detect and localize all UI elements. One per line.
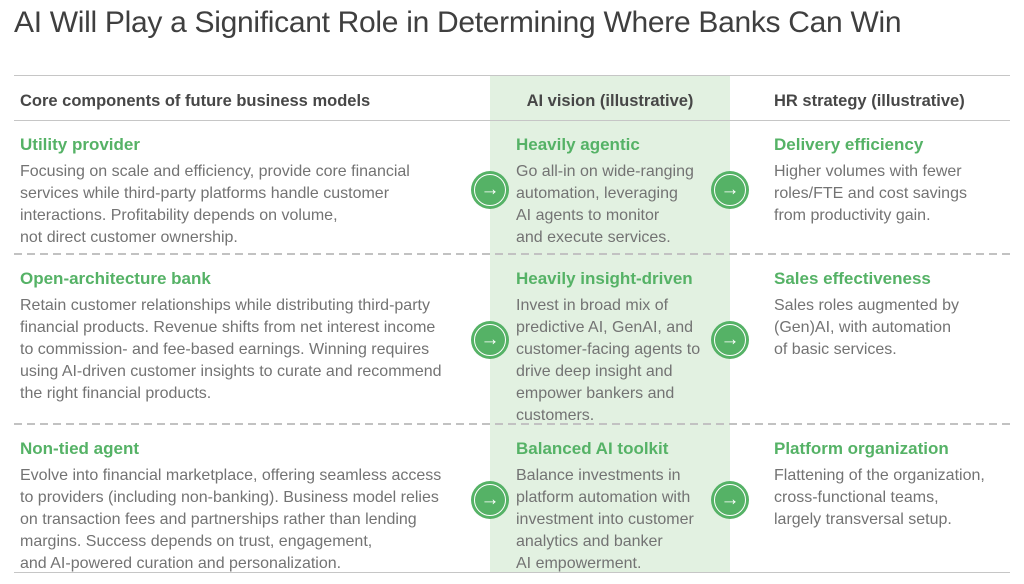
arrow-right-circle-icon: →: [471, 481, 509, 519]
column-header-business-models: Core components of future business model…: [20, 92, 371, 110]
cell-heading: Heavily agentic: [516, 135, 640, 154]
arrow-right-circle-icon: →: [711, 171, 749, 209]
arrow-right-circle-icon: →: [471, 321, 509, 359]
cell-body: Evolve into financial marketplace, offer…: [20, 467, 442, 572]
cell-body: Higher volumes with fewer roles/FTE and …: [774, 163, 967, 224]
arrow-ring: →: [474, 324, 506, 356]
cell-heading: Open-architecture bank: [20, 269, 211, 288]
cell-body: Sales roles augmented by (Gen)AI, with a…: [774, 297, 959, 358]
arrow-ring: →: [714, 324, 746, 356]
arrow-ring: →: [714, 174, 746, 206]
cell-utility-provider: Utility provider Focusing on scale and e…: [20, 135, 480, 249]
table-rule-top: [14, 75, 1010, 76]
column-header-ai-vision: AI vision (illustrative): [526, 92, 694, 110]
dashed-separator-1: [14, 253, 1010, 255]
cell-delivery-efficiency: Delivery efficiency Higher volumes with …: [774, 135, 1018, 227]
cell-body: Focusing on scale and efficiency, provid…: [20, 163, 410, 246]
cell-heading: Sales effectiveness: [774, 269, 931, 288]
cell-non-tied-agent: Non-tied agent Evolve into financial mar…: [20, 439, 480, 575]
arrow-ring: →: [714, 484, 746, 516]
page-title: AI Will Play a Significant Role in Deter…: [14, 6, 902, 39]
arrow-glyph: →: [720, 178, 740, 200]
cell-heading: Utility provider: [20, 135, 140, 154]
arrow-right-circle-icon: →: [711, 321, 749, 359]
cell-heading: Heavily insight-driven: [516, 269, 693, 288]
arrow-glyph: →: [480, 488, 500, 510]
table-rule-under-header: [14, 120, 1010, 121]
ai-vision-highlight-band: [490, 76, 730, 573]
cell-balanced-ai-toolkit: Balanced AI toolkit Balance investments …: [516, 439, 716, 575]
arrow-glyph: →: [720, 488, 740, 510]
arrow-ring: →: [474, 484, 506, 516]
cell-heavily-insight-driven: Heavily insight-driven Invest in broad m…: [516, 269, 716, 426]
table-rule-bottom: [14, 572, 1010, 573]
cell-sales-effectiveness: Sales effectiveness Sales roles augmente…: [774, 269, 1018, 361]
cell-heading: Platform organization: [774, 439, 949, 458]
cell-platform-organization: Platform organization Flattening of the …: [774, 439, 1018, 531]
cell-heading: Delivery efficiency: [774, 135, 924, 154]
cell-body: Retain customer relationships while dist…: [20, 297, 442, 402]
cell-open-architecture-bank: Open-architecture bank Retain customer r…: [20, 269, 480, 405]
cell-body: Go all-in on wide-ranging automation, le…: [516, 163, 694, 246]
column-header-hr-strategy: HR strategy (illustrative): [774, 92, 965, 110]
cell-heading: Non-tied agent: [20, 439, 139, 458]
cell-heading: Balanced AI toolkit: [516, 439, 669, 458]
arrow-glyph: →: [480, 178, 500, 200]
cell-body: Invest in broad mix of predictive AI, Ge…: [516, 297, 701, 424]
arrow-right-circle-icon: →: [471, 171, 509, 209]
arrow-glyph: →: [720, 328, 740, 350]
arrow-right-circle-icon: →: [711, 481, 749, 519]
cell-body: Flattening of the organization, cross-fu…: [774, 467, 985, 528]
dashed-separator-2: [14, 423, 1010, 425]
cell-heavily-agentic: Heavily agentic Go all-in on wide-rangin…: [516, 135, 716, 249]
cell-body: Balance investments in platform automati…: [516, 467, 694, 572]
arrow-glyph: →: [480, 328, 500, 350]
arrow-ring: →: [474, 174, 506, 206]
